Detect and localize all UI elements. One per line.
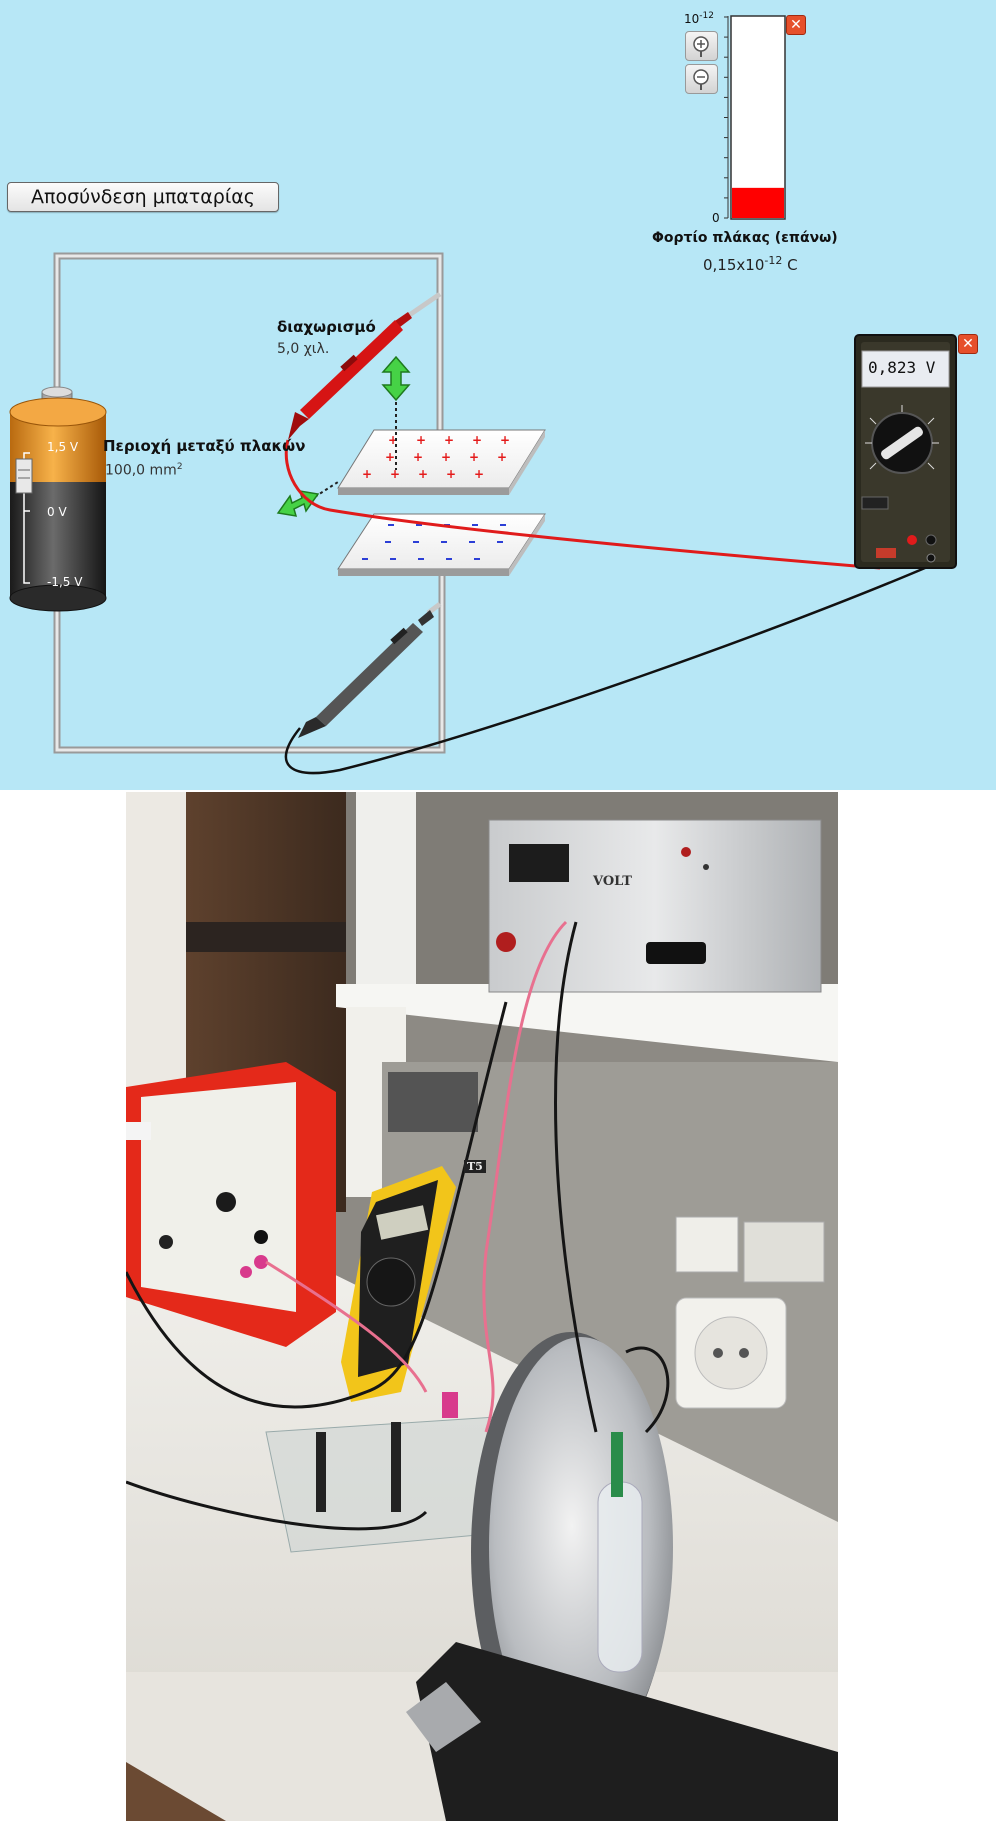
negative-charge <box>474 558 480 560</box>
charge-meter-value: 0,15x10-12 C <box>703 254 798 274</box>
positive-charge: + <box>469 450 479 464</box>
negative-charge <box>390 558 396 560</box>
volt-label: VOLT <box>593 874 632 889</box>
plate-area-value: 100,0 mm2 <box>105 462 183 479</box>
negative-charge <box>362 558 368 560</box>
negative-charge <box>441 541 447 543</box>
negative-charge <box>388 524 394 526</box>
separation-label: διαχωρισμό <box>277 318 376 336</box>
red-power-supply <box>126 1062 336 1347</box>
battery[interactable] <box>9 386 107 612</box>
circuit-drawing: + + + + + + + + + + + + + + + <box>9 15 957 775</box>
glass-tank <box>265 1392 512 1553</box>
negative-charge <box>418 558 424 560</box>
area-drag-arrow[interactable] <box>276 490 320 517</box>
meter-scale-bottom: 0 <box>712 211 720 225</box>
optical-rail <box>416 1642 838 1821</box>
close-icon: ✕ <box>962 336 974 352</box>
positive-charge: + <box>388 433 398 447</box>
negative-charge <box>500 524 506 526</box>
positive-charge: + <box>413 450 423 464</box>
positive-charge: + <box>444 433 454 447</box>
disconnect-battery-button[interactable]: Αποσύνδεση μπαταρίας <box>7 182 279 212</box>
shelf <box>336 984 838 1062</box>
battery-label-mid: 0 V <box>47 505 67 519</box>
negative-charge <box>385 541 391 543</box>
positive-charge: + <box>497 450 507 464</box>
red-probe[interactable] <box>288 291 442 440</box>
zoom-in-button[interactable] <box>685 31 718 61</box>
separation-value: 5,0 χιλ. <box>277 341 330 357</box>
negative-charge <box>472 524 478 526</box>
positive-charge: + <box>385 450 395 464</box>
negative-charge <box>413 541 419 543</box>
equipment-tag: T5 <box>464 1160 486 1173</box>
battery-label-top: 1,5 V <box>47 440 79 454</box>
positive-charges: + + + + + + + + + + + + + + + <box>362 433 510 481</box>
close-icon: ✕ <box>790 17 802 33</box>
positive-charge: + <box>472 433 482 447</box>
charge-meter-title: Φορτίο πλάκας (επάνω) <box>652 230 838 246</box>
positive-charge: + <box>474 467 484 481</box>
yellow-multimeter <box>341 1166 456 1402</box>
top-plate[interactable] <box>337 429 546 495</box>
lab-setup-photo: VOLT T5 <box>126 792 838 1821</box>
lab-cables <box>126 920 670 1531</box>
zoom-out-icon <box>693 69 709 90</box>
positive-charge: + <box>362 467 372 481</box>
zoom-out-button[interactable] <box>685 64 718 94</box>
voltmeter-reading: 0,823 V <box>868 358 936 377</box>
close-charge-meter-button[interactable]: ✕ <box>786 15 806 35</box>
close-voltmeter-button[interactable]: ✕ <box>958 334 978 354</box>
black-probe[interactable] <box>298 602 442 738</box>
separation-drag-arrow[interactable] <box>381 355 411 402</box>
charge-meter <box>724 15 786 220</box>
wall-socket <box>675 1216 825 1409</box>
voltmeter[interactable] <box>854 334 957 569</box>
red-probe-cable <box>284 439 881 570</box>
test-tube <box>597 1432 643 1673</box>
meter-scale-top: 10-12 <box>684 11 714 26</box>
negative-charges <box>362 524 506 560</box>
positive-charge: + <box>441 450 451 464</box>
bottom-plate[interactable] <box>337 513 546 576</box>
negative-charge <box>497 541 503 543</box>
zoom-in-icon <box>693 36 709 57</box>
positive-charge: + <box>416 433 426 447</box>
negative-charge <box>446 558 452 560</box>
negative-charge <box>416 524 422 526</box>
positive-charge: + <box>500 433 510 447</box>
battery-label-bottom: -1,5 V <box>47 575 83 589</box>
lab-photo-illustration <box>126 792 838 1821</box>
circuit-wire <box>53 252 446 754</box>
positive-charge: + <box>446 467 456 481</box>
plate-area-label: Περιοχή μεταξύ πλακών <box>103 437 306 455</box>
capacitor-simulation: + + + + + + + + + + + + + + + <box>0 0 996 790</box>
negative-charge <box>469 541 475 543</box>
black-probe-cable <box>284 563 933 775</box>
volt-power-supply <box>488 819 822 993</box>
positive-charge: + <box>390 467 400 481</box>
positive-charge: + <box>418 467 428 481</box>
